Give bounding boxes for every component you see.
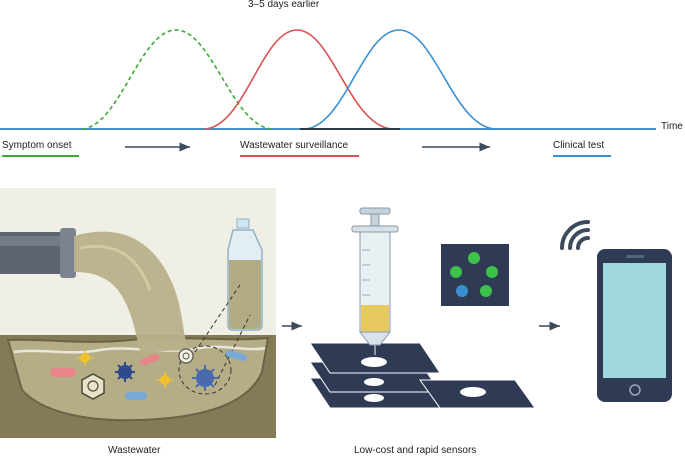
virus-icon	[77, 350, 93, 366]
sensors-caption: Low-cost and rapid sensors	[354, 445, 477, 456]
stage-label-clinical-test: Clinical test	[553, 140, 605, 151]
stage-label-wastewater-surveillance: Wastewater surveillance	[240, 140, 349, 151]
sewage-pool	[6, 336, 270, 422]
timeline-chart	[0, 29, 656, 130]
virus-icon	[157, 372, 173, 388]
sensor-dot	[456, 285, 468, 297]
virus-icon	[115, 362, 135, 382]
stage-label-symptom-onset: Symptom onset	[2, 140, 72, 151]
sensor-strips	[309, 342, 536, 409]
virus-icon	[178, 348, 194, 364]
sensor-readout-dots	[450, 252, 498, 297]
stage-underline-clinical-test	[553, 155, 611, 157]
outflow-stream	[74, 231, 190, 352]
stage-underline-wastewater	[240, 155, 359, 157]
sensor-dot	[480, 285, 492, 297]
wastewater-caption: Wastewater	[108, 445, 161, 456]
stage-underline-symptom-onset	[2, 155, 79, 157]
zoom-line-bottom	[214, 314, 251, 386]
wastewater-scene	[0, 188, 276, 438]
zoom-circle	[178, 345, 232, 395]
syringe-icon	[351, 207, 399, 355]
time-axis-label: Time	[661, 121, 683, 132]
timeline-annotation: 3–5 days earlier	[248, 0, 320, 10]
sensor-dot	[486, 266, 498, 278]
sensor-dot	[450, 266, 462, 278]
pipe-icon	[0, 228, 76, 278]
bacteria-icon	[225, 350, 247, 361]
bacteria-icon	[50, 368, 76, 377]
bacteria-icon	[125, 392, 147, 400]
virus-icon	[81, 373, 105, 400]
curve-clinical-test	[304, 29, 496, 130]
sensor-dot	[468, 252, 480, 264]
bottle-icon	[227, 218, 263, 331]
bacteria-icon	[140, 353, 160, 366]
curve-symptom-onset	[81, 29, 273, 130]
wifi-icon	[560, 220, 590, 250]
virus-icon	[192, 365, 218, 391]
smartphone-icon	[597, 249, 672, 402]
curve-wastewater	[204, 29, 393, 130]
